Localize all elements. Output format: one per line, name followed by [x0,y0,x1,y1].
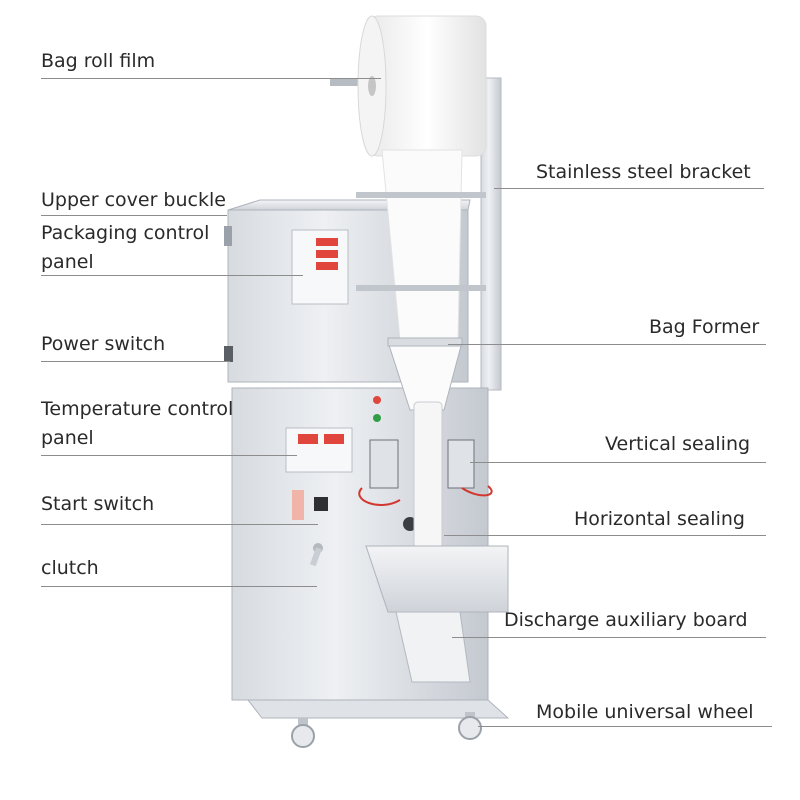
leader-discharge-auxiliary-board [452,637,766,638]
label-discharge-auxiliary-board: Discharge auxiliary board [504,609,748,631]
base-platform [246,699,510,719]
leader-bag-former [448,344,766,345]
forming-tube [413,401,443,549]
temp-display-2 [324,434,344,444]
indicator-light-red [373,396,381,404]
label-clutch: clutch [41,557,99,579]
label-start-switch: Start switch [41,493,155,515]
label-upper-cover-buckle: Upper cover buckle [41,189,226,211]
leader-horizontal-sealing [444,535,766,536]
panel-display-1 [316,238,338,246]
label-temperature-control-panel-line1: Temperature control [41,398,234,420]
indicator-light [373,414,381,422]
heating-wires [358,485,493,506]
discharge-hopper [365,545,509,613]
upper-cover-buckle [224,226,232,246]
guide-rod-lower [356,285,486,291]
temperature-control-panel [285,427,353,473]
label-temperature-control-panel-line2: panel [41,427,94,449]
vertical-sealing-jaw-left [369,439,399,489]
leader-bag-roll-film [41,78,381,79]
leader-power-switch [41,361,230,362]
label-packaging-control-panel-line2: panel [41,251,94,273]
panel-display-2 [316,250,338,258]
label-vertical-sealing: Vertical sealing [605,433,751,455]
leader-vertical-sealing [470,462,766,463]
power-switch [224,346,233,362]
leader-upper-cover-buckle [41,215,227,216]
leader-clutch [41,586,317,587]
temp-display-1 [298,434,318,444]
bag-roll-film [330,15,487,157]
label-bag-roll-film: Bag roll film [41,50,156,72]
vertical-sealing-jaw-right [447,439,475,489]
leader-stainless-steel-bracket [494,188,764,189]
leader-packaging-control-panel [41,275,303,276]
label-mobile-universal-wheel: Mobile universal wheel [536,701,754,723]
stainless-steel-bracket [480,77,502,391]
clutch-lever [309,543,323,567]
label-bag-former: Bag Former [649,316,760,338]
start-switch [314,497,328,511]
guide-rod-upper [356,192,486,198]
label-packaging-control-panel-line1: Packaging control [41,222,210,244]
leader-start-switch [41,524,318,525]
leader-temperature-control-panel [41,455,297,456]
warning-stickers [292,490,304,520]
wheel-right [458,712,482,740]
label-power-switch: Power switch [41,333,166,355]
label-horizontal-sealing: Horizontal sealing [574,508,745,530]
panel-display-3 [316,262,338,270]
discharge-auxiliary-board [395,611,471,683]
wheel-left [291,718,315,748]
former-ring [387,337,463,347]
leader-mobile-universal-wheel [478,726,772,727]
label-stainless-steel-bracket: Stainless steel bracket [536,161,751,183]
